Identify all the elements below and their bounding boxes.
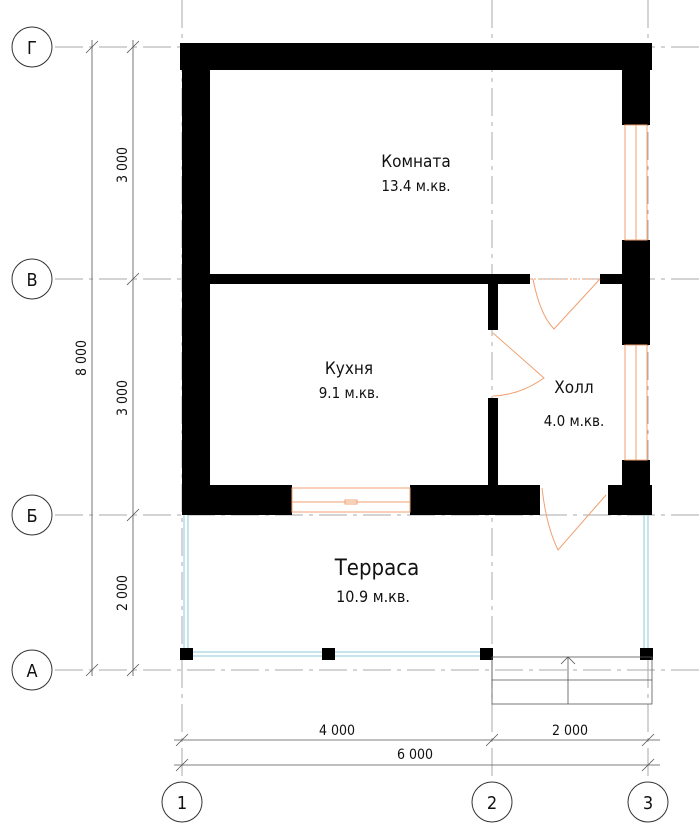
svg-text:6 000: 6 000: [397, 747, 433, 763]
svg-text:А: А: [26, 661, 37, 682]
svg-text:4.0 м.кв.: 4.0 м.кв.: [544, 412, 605, 430]
room-holl: Холл 4.0 м.кв.: [544, 378, 605, 430]
svg-text:В: В: [26, 270, 37, 291]
room-terrasa: Терраса 10.9 м.кв.: [334, 556, 420, 606]
vertical-dimensions: 8 000 3 000 3 000 2 000: [74, 40, 140, 677]
svg-text:Комната: Комната: [381, 152, 450, 172]
svg-text:10.9 м.кв.: 10.9 м.кв.: [336, 587, 410, 606]
svg-text:Кухня: Кухня: [325, 359, 373, 379]
svg-text:3 000: 3 000: [115, 147, 131, 183]
entrance-steps: [491, 656, 653, 705]
room-kukhnya: Кухня 9.1 м.кв.: [319, 359, 380, 402]
row-axis-markers: Г В Б А: [11, 26, 53, 691]
svg-text:Б: Б: [26, 506, 37, 527]
terrace-glazing: [183, 515, 649, 657]
svg-text:3 000: 3 000: [115, 380, 131, 416]
svg-text:2 000: 2 000: [552, 723, 588, 739]
doors: [492, 278, 607, 551]
svg-text:1: 1: [177, 793, 187, 814]
svg-text:3: 3: [643, 793, 653, 814]
svg-text:2 000: 2 000: [115, 575, 131, 611]
walls: [180, 43, 653, 660]
svg-text:9.1 м.кв.: 9.1 м.кв.: [319, 384, 380, 402]
svg-text:8 000: 8 000: [74, 340, 90, 376]
windows: [291, 124, 648, 513]
column-axis-markers: 1 2 3: [161, 781, 669, 823]
svg-text:13.4 м.кв.: 13.4 м.кв.: [381, 177, 450, 195]
svg-text:Г: Г: [27, 38, 37, 59]
svg-text:Холл: Холл: [554, 378, 593, 398]
svg-text:4 000: 4 000: [319, 723, 355, 739]
horizontal-dimensions: 4 000 2 000 6 000: [174, 723, 660, 772]
room-komnata: Комната 13.4 м.кв.: [381, 152, 450, 195]
svg-text:2: 2: [487, 793, 497, 814]
svg-text:Терраса: Терраса: [334, 556, 420, 581]
